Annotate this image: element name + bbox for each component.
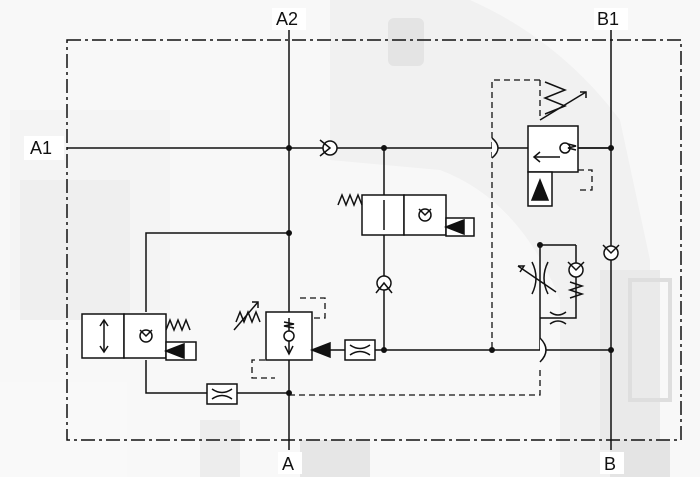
b-label-bg: [600, 452, 624, 474]
port-label-b: B: [604, 454, 617, 474]
a-label-bg: [278, 452, 302, 474]
crossing-humps: [491, 137, 547, 363]
spring-check-valve: [567, 261, 585, 299]
junction-dots: [286, 145, 614, 396]
pilot-lines: [251, 79, 593, 396]
check-valve-b1: [602, 244, 620, 261]
manifold-boundary: [66, 39, 682, 441]
port-label-a2: A2: [276, 9, 299, 29]
solenoid-valve-left: [81, 313, 197, 361]
throttle-orifice-right: [549, 311, 567, 325]
main-lines: [67, 30, 612, 450]
a2-label-bg: [272, 8, 306, 30]
relief-valve-middle: [233, 301, 331, 361]
adjustable-throttle: [517, 261, 557, 295]
check-valve-a1: [319, 139, 338, 157]
a1-label-bg: [24, 136, 64, 160]
port-label-a1: A1: [30, 138, 53, 158]
port-label-b1: B1: [597, 9, 620, 29]
relief-valve-upper-right: [527, 81, 587, 207]
check-valve-middle: [375, 275, 393, 294]
throttle-orifice-bottom: [206, 383, 238, 405]
b1-label-bg: [594, 8, 628, 30]
throttle-orifice-middle: [344, 339, 376, 361]
port-label-a: A: [282, 454, 295, 474]
solenoid-valve-upper: [337, 192, 475, 237]
